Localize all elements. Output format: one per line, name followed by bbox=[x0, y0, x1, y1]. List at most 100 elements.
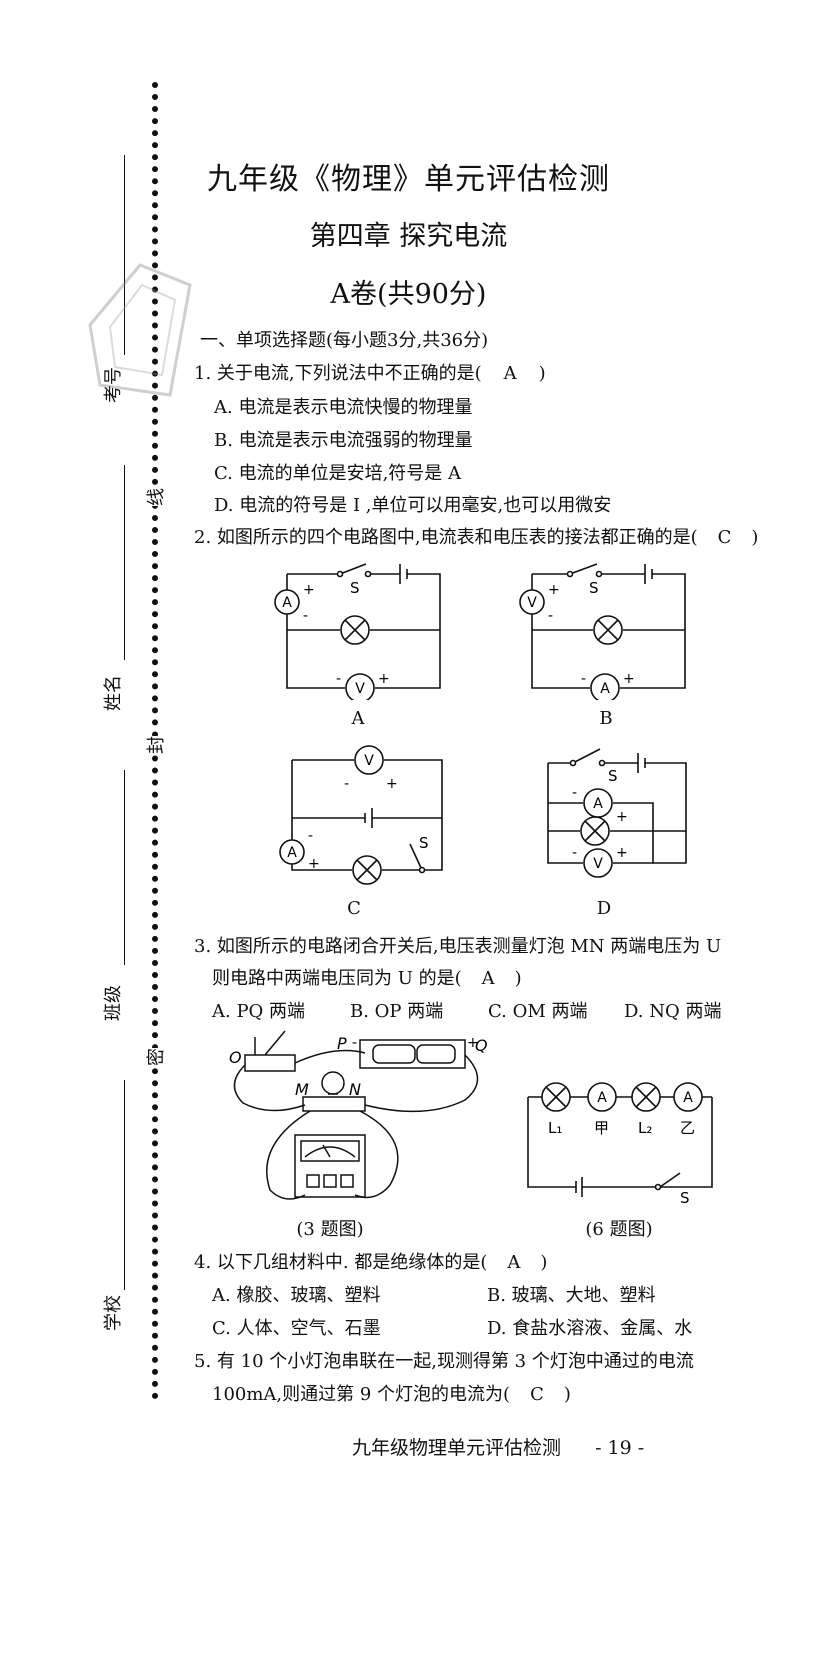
figure-6-circuit: A A L₁ 甲 L₂ 乙 S bbox=[527, 1082, 713, 1205]
fig6-label-l1: L₁ bbox=[548, 1119, 562, 1137]
fig3-label-m: M bbox=[295, 1080, 309, 1099]
fig3-minus: - bbox=[352, 1035, 357, 1051]
question-3-stem-line-2: 则电路中两端电压同为 U 的是( A) bbox=[212, 964, 522, 990]
question-5-answer: C bbox=[530, 1384, 544, 1405]
fig6-ammeter-2: A bbox=[683, 1090, 693, 1106]
question-4-option-d: D. 食盐水溶液、金属、水 bbox=[487, 1318, 693, 1339]
section-heading: 一、单项选择题(每小题3分,共36分) bbox=[200, 330, 489, 351]
circuit-a-switch-label: S bbox=[350, 579, 360, 597]
question-1-option-b: B. 电流是表示电流强弱的物理量 bbox=[214, 430, 473, 451]
circuit-diagram-a: A + - S V - + bbox=[274, 563, 441, 700]
circuit-a-v-minus: - bbox=[336, 671, 341, 687]
field-line-class bbox=[124, 770, 125, 965]
circuit-c-minus: - bbox=[308, 828, 313, 844]
circuit-d-switch-label: S bbox=[608, 767, 618, 785]
question-1-option-c: C. 电流的单位是安培,符号是 A bbox=[214, 463, 462, 484]
fig6-label-jia: 甲 bbox=[594, 1119, 609, 1137]
fig6-label-yi: 乙 bbox=[680, 1119, 695, 1137]
fig6-ammeter-1: A bbox=[597, 1090, 607, 1106]
circuit-a-plus: + bbox=[303, 582, 315, 598]
fig6-label-l2: L₂ bbox=[638, 1119, 652, 1137]
label-school: 学校 bbox=[103, 1295, 124, 1331]
question-3-option-d: D. NQ 两端 bbox=[624, 1001, 722, 1022]
circuit-label-a: A bbox=[351, 708, 365, 729]
question-3-option-b: B. OP 两端 bbox=[350, 1001, 444, 1022]
question-2-text: 2. 如图所示的四个电路图中,电流表和电压表的接法都正确的是( bbox=[194, 527, 698, 548]
paper-title: A卷(共90分) bbox=[330, 279, 487, 310]
question-2-close: ) bbox=[751, 527, 759, 548]
question-4-text: 4. 以下几组材料中. 都是绝缘体的是( bbox=[194, 1252, 488, 1273]
circuit-c-v-minus: - bbox=[344, 776, 349, 792]
circuit-a-minus: - bbox=[303, 608, 308, 624]
question-3-stem-line-1: 3. 如图所示的电路闭合开关后,电压表测量灯泡 MN 两端电压为 U bbox=[194, 936, 722, 957]
question-4-option-b: B. 玻璃、大地、塑料 bbox=[487, 1285, 656, 1306]
label-name: 姓名 bbox=[103, 675, 124, 711]
circuit-b-minus: - bbox=[548, 608, 553, 624]
figure-6-caption: (6 题图) bbox=[585, 1219, 653, 1240]
circuit-label-b: B bbox=[599, 708, 613, 729]
fig3-label-n: N bbox=[349, 1080, 361, 1099]
circuit-d-ammeter: A bbox=[593, 796, 603, 812]
seal-mark-line: 线 bbox=[138, 488, 172, 506]
circuit-d-voltmeter: V bbox=[593, 856, 603, 872]
question-5-line-1: 5. 有 10 个小灯泡串联在一起,现测得第 3 个灯泡中通过的电流 bbox=[194, 1351, 694, 1372]
question-4-option-a: A. 橡胶、玻璃、塑料 bbox=[212, 1285, 381, 1306]
page-footer: 九年级物理单元评估检测 - 19 - bbox=[352, 1433, 644, 1460]
question-1-answer: A bbox=[503, 363, 517, 384]
field-line-name bbox=[124, 465, 125, 660]
question-3-close: ) bbox=[514, 968, 522, 989]
circuit-d-v-minus: - bbox=[572, 845, 577, 861]
question-4-answer: A bbox=[507, 1252, 521, 1273]
circuit-label-d: D bbox=[596, 898, 612, 919]
question-1-stem: 1. 关于电流,下列说法中不正确的是( A) bbox=[194, 359, 546, 385]
fig3-label-p: P bbox=[337, 1034, 347, 1053]
circuit-a-v-plus: + bbox=[378, 671, 390, 687]
question-4-close: ) bbox=[540, 1252, 548, 1273]
question-3-text: 则电路中两端电压同为 U 的是( bbox=[212, 968, 462, 989]
question-3-answer: A bbox=[481, 968, 495, 989]
circuit-c-ammeter: A bbox=[287, 845, 297, 861]
question-5-line-2: 100mA,则通过第 9 个灯泡的电流为( C) bbox=[212, 1380, 571, 1406]
question-5-text: 100mA,则通过第 9 个灯泡的电流为( bbox=[212, 1384, 511, 1405]
circuit-b-ammeter: A bbox=[600, 681, 610, 697]
circuit-d-v-plus: + bbox=[616, 845, 628, 861]
circuit-b-a-plus: + bbox=[623, 671, 635, 687]
question-2-answer: C bbox=[717, 527, 732, 548]
circuit-diagram-c: V - + A - + S bbox=[279, 745, 443, 885]
fig3-label-q: Q bbox=[475, 1036, 488, 1055]
question-4-option-c: C. 人体、空气、石墨 bbox=[212, 1318, 381, 1339]
circuit-b-a-minus: - bbox=[581, 671, 586, 687]
circuit-diagram-b: V + - S A - + bbox=[519, 563, 686, 700]
circuit-diagram-d: A - + V - + S bbox=[547, 748, 687, 878]
chapter-title: 第四章 探究电流 bbox=[309, 221, 508, 252]
circuit-b-plus: + bbox=[548, 582, 560, 598]
label-class: 班级 bbox=[103, 985, 124, 1021]
circuit-c-switch-label: S bbox=[419, 834, 429, 852]
question-1-option-a: A. 电流是表示电流快慢的物理量 bbox=[214, 397, 473, 418]
question-1-text: 1. 关于电流,下列说法中不正确的是( bbox=[194, 363, 482, 384]
seal-mark-secret: 密 bbox=[138, 1048, 172, 1066]
circuit-c-v-plus: + bbox=[386, 776, 398, 792]
fig3-plus: + bbox=[467, 1035, 479, 1051]
question-5-close: ) bbox=[563, 1384, 571, 1405]
circuit-d-a-plus: + bbox=[616, 809, 628, 825]
page-title: 九年级《物理》单元评估检测 bbox=[207, 162, 610, 197]
field-line-exam-number bbox=[124, 155, 125, 355]
question-4-stem: 4. 以下几组材料中. 都是绝缘体的是( A) bbox=[194, 1248, 547, 1274]
question-2-stem: 2. 如图所示的四个电路图中,电流表和电压表的接法都正确的是( C) bbox=[194, 523, 758, 549]
fig6-label-s: S bbox=[680, 1189, 690, 1205]
circuit-d-a-minus: - bbox=[572, 785, 577, 801]
figure-3-apparatus: O P Q M N - + bbox=[229, 1030, 488, 1200]
question-1-close: ) bbox=[538, 363, 546, 384]
footer-text: 九年级物理单元评估检测 bbox=[352, 1437, 562, 1459]
circuit-a-voltmeter: V bbox=[355, 681, 365, 697]
page-number: - 19 - bbox=[595, 1437, 645, 1459]
circuit-b-voltmeter: V bbox=[527, 595, 537, 611]
watermark-stamp bbox=[88, 263, 192, 397]
circuit-c-plus: + bbox=[308, 856, 320, 872]
circuit-b-switch-label: S bbox=[589, 579, 599, 597]
circuit-label-c: C bbox=[347, 898, 361, 919]
field-line-school bbox=[124, 1080, 125, 1290]
question-3-option-a: A. PQ 两端 bbox=[212, 1001, 306, 1022]
seal-mark-seal: 封 bbox=[138, 736, 172, 754]
